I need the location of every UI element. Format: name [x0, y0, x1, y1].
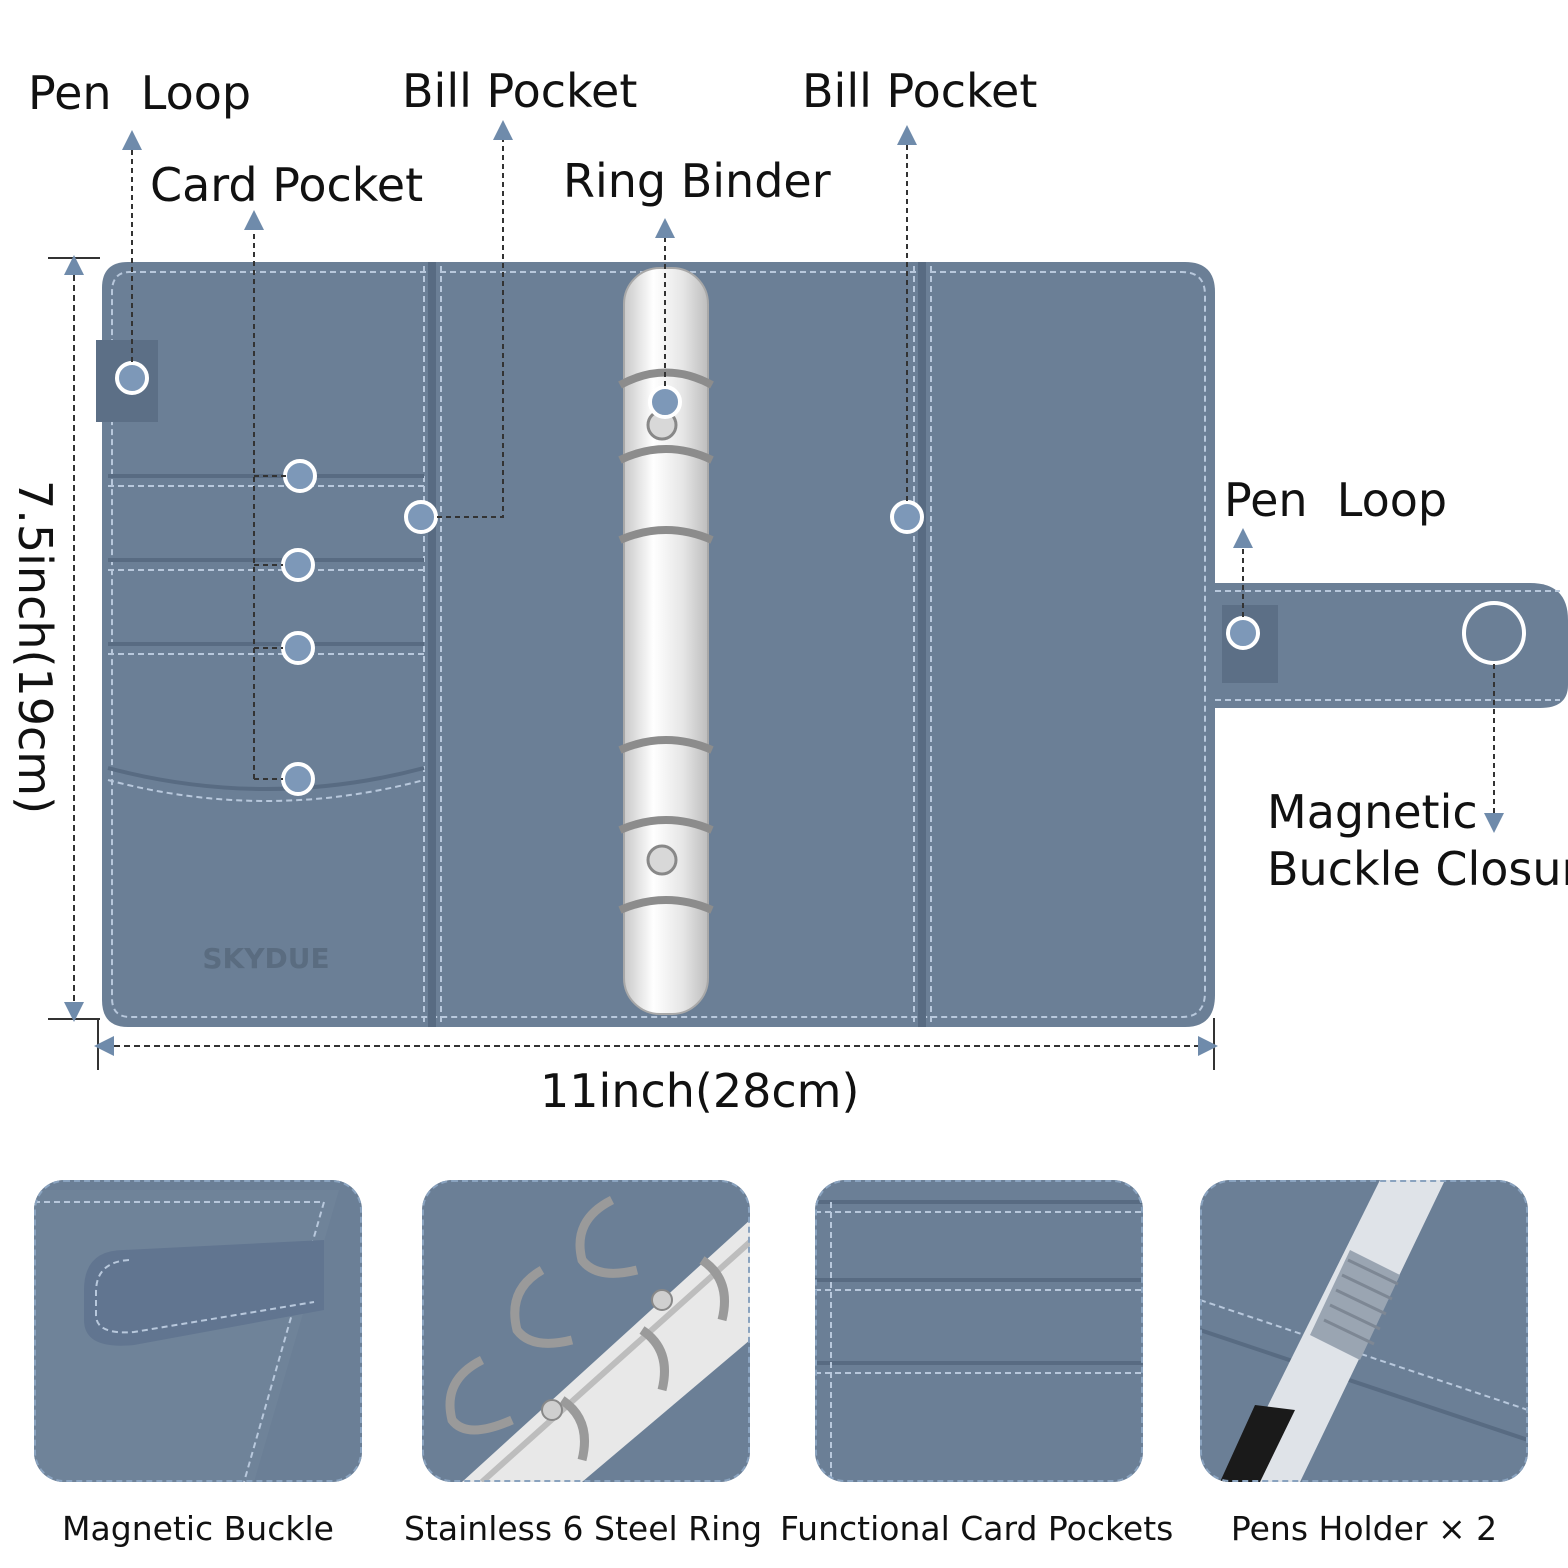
- marker-dot: [281, 762, 315, 796]
- card-pockets-icon: [815, 1180, 1143, 1482]
- label-bill-pocket-left: Bill Pocket: [402, 64, 638, 118]
- marker-dot: [404, 500, 438, 534]
- feature-thumb-pen-holder: [1200, 1180, 1528, 1482]
- marker-dot: [283, 459, 317, 493]
- brand-emboss: SKYDUE: [202, 942, 329, 975]
- pen-holder-icon: [1200, 1180, 1528, 1482]
- label-ring-binder: Ring Binder: [563, 154, 831, 208]
- marker-dot: [890, 500, 924, 534]
- label-card-pocket: Card Pocket: [150, 158, 424, 212]
- caption-card-pockets: Functional Card Pockets: [780, 1509, 1174, 1548]
- width-dimension-label: 11inch(28cm): [540, 1064, 860, 1118]
- label-buckle-closure: Buckle Closure: [1267, 842, 1568, 896]
- label-pen-loop-right: Pen Loop: [1224, 473, 1448, 527]
- closure-strap[interactable]: [1200, 583, 1568, 708]
- steel-ring-icon: [422, 1180, 750, 1482]
- height-dimension-label: 7.5inch(19cm): [8, 480, 62, 815]
- ring-mechanism: [618, 267, 714, 1015]
- callout-lines: [122, 120, 1504, 833]
- caption-magnetic-buckle: Magnetic Buckle: [62, 1509, 334, 1548]
- magnetic-buckle-icon: [34, 1180, 362, 1482]
- feature-thumb-card-pockets: [815, 1180, 1143, 1482]
- marker-dot: [648, 385, 682, 419]
- label-pen-loop-left: Pen Loop: [28, 66, 252, 120]
- label-magnetic: Magnetic: [1267, 785, 1478, 839]
- marker-dot: [1226, 616, 1260, 650]
- dimension-lines: [48, 255, 1218, 1070]
- caption-steel-ring: Stainless 6 Steel Ring: [404, 1509, 763, 1548]
- label-bill-pocket-right: Bill Pocket: [802, 64, 1038, 118]
- binder-illustration: SKYDUE: [48, 120, 1568, 1070]
- magnetic-snap-icon[interactable]: [1462, 601, 1526, 665]
- feature-thumb-magnetic-buckle: [34, 1180, 362, 1482]
- marker-dot: [115, 361, 149, 395]
- marker-dot: [281, 631, 315, 665]
- marker-dot: [281, 548, 315, 582]
- caption-pen-holder: Pens Holder × 2: [1230, 1509, 1498, 1548]
- feature-thumb-steel-ring: [422, 1180, 750, 1482]
